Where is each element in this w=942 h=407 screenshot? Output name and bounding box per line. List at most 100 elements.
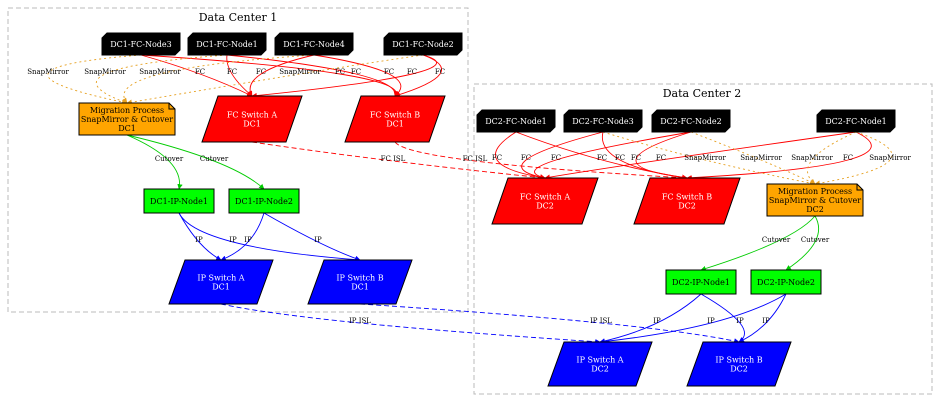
edge-dc2_ip2-dc2_ipsb [738,293,787,343]
cluster-dc2-title: Data Center 2 [663,87,742,100]
edge-dc2_fc1b-dc2_mig [814,131,893,186]
node-label: DC2-FC-Node1 [485,117,546,126]
edge-dc2_fc3-dc2_mig [602,131,816,186]
edge-label-ip_isl: IP ISL [349,317,371,325]
edge-dc1_fc1-dc1_fcsb [226,54,399,97]
edge-dc1_fcsa-dc2_fcsa [251,141,546,181]
node-label: DC2-IP-Node1 [672,278,730,287]
node-label: DC1-IP-Node1 [150,197,208,206]
edge-label-ip: IP [195,236,203,244]
node-label: IP Switch A [576,356,623,365]
edge-dc2_ip1-dc2_ipsa [599,293,702,344]
node-label: DC2-FC-Node3 [572,117,633,126]
node-dc1-fc3[interactable]: DC1-FC-Node3 [101,32,181,56]
node-dc1-ip2[interactable]: DC1-IP-Node2 [228,188,300,214]
edge-label-snapmirror: SnapMirror [84,68,126,76]
edge-dc2_fc2-dc2_mig [690,131,816,185]
node-label: DC2 [678,202,696,211]
edge-dc2_fc1b-dc2_fcsb [686,131,872,181]
node-dc2-fc2[interactable]: DC2-FC-Node2 [651,109,731,133]
node-label: DC1 [212,283,230,292]
node-dc1-fc2[interactable]: DC1-FC-Node2 [383,32,463,56]
node-dc2-ip2[interactable]: DC2-IP-Node2 [750,269,822,295]
node-label: IP Switch B [336,274,383,283]
edge-dc1_fc4-dc1_fcsa [247,54,315,97]
node-label: DC2 [806,205,824,214]
edge-dc1_fc4-dc1_mig [121,54,315,104]
edge-dc1_ipsb-dc2_ipsb [359,303,740,344]
node-dc2-fc1[interactable]: DC2-FC-Node1 [476,109,556,133]
edge-label-cutover: Cutover [200,155,229,163]
edge-dc1_ip1-dc1_ipsb [178,212,361,263]
edge-label-fc: FC [256,68,266,76]
edge-dc2_fc1-dc2_fcsa [495,131,546,180]
node-label: DC2-FC-Node2 [660,117,721,126]
edge-dc2_mig-dc2_ip2 [785,215,820,271]
edge-label-ip_isl: IP ISL [590,317,612,325]
node-label: DC1 [118,124,136,133]
edge-label-fc: FC [656,154,666,162]
edge-label-ip: IP [314,236,322,244]
edge-label-snapmirror: SnapMirror [740,154,782,162]
node-label: DC1-FC-Node1 [196,40,257,49]
node-label: IP Switch A [197,274,244,283]
node-label: Migration Process [778,187,852,196]
edge-label-ip: IP [707,317,715,325]
node-dc2-fc3[interactable]: DC2-FC-Node3 [563,109,643,133]
edge-dc1_fc2-dc1_fcsb [394,54,442,98]
edge-label-ip: IP [244,236,252,244]
edge-label-fc: FC [521,154,531,162]
node-dc1-fc1[interactable]: DC1-FC-Node1 [187,32,267,56]
node-label: FC Switch B [662,193,712,202]
edge-label-cutover: Cutover [762,236,791,244]
node-label: DC1-FC-Node4 [283,40,344,49]
edge-dc1_fc1-dc1_mig [95,54,228,104]
edge-label-fc: FC [615,154,625,162]
node-dc2-fc1b[interactable]: DC2-FC-Node1 [816,109,896,133]
node-dc2-ip1[interactable]: DC2-IP-Node1 [665,269,737,295]
edge-label-fc: FC [384,68,394,76]
node-dc1-ip1[interactable]: DC1-IP-Node1 [143,188,215,214]
node-label: DC1 [386,120,404,129]
node-label: FC Switch A [227,111,277,120]
edge-dc1_fc3-dc1_fcsb [140,54,401,97]
edge-dc1_ip2-dc1_ipsa [220,212,265,261]
edge-label-fc: FC [407,68,417,76]
edge-dc1_mig-dc1_ip2 [126,134,265,190]
edge-label-fc: FC [227,68,237,76]
edge-dc1_fc3-dc1_mig [47,54,142,105]
edge-dc2_ip2-dc2_ipsa [599,293,787,345]
edge-label-snapmirror: SnapMirror [279,68,321,76]
node-label: Migration Process [90,106,164,115]
node-label: IP Switch B [715,356,762,365]
node-label: DC2 [730,365,748,374]
edges [47,54,893,345]
node-label: DC1 [243,120,261,129]
node-label: DC2-FC-Node1 [825,117,886,126]
node-dc1-fc4[interactable]: DC1-FC-Node4 [274,32,354,56]
node-label: DC1-IP-Node2 [235,197,293,206]
edge-dc1_mig-dc1_ip1 [126,134,183,190]
node-label: DC1-FC-Node3 [110,40,171,49]
edge-label-fc: FC [843,154,853,162]
edge-label-fc: FC [551,154,561,162]
node-label: SnapMirror & Cutover [81,115,173,124]
node-label: FC Switch B [370,111,420,120]
edge-label-fc_isl: FC ISL [381,155,406,163]
node-label: DC2 [591,365,609,374]
edge-label-fc: FC [335,68,345,76]
edge-label-fc: FC [631,154,641,162]
edge-label-fc_isl: FC ISL [463,155,488,163]
